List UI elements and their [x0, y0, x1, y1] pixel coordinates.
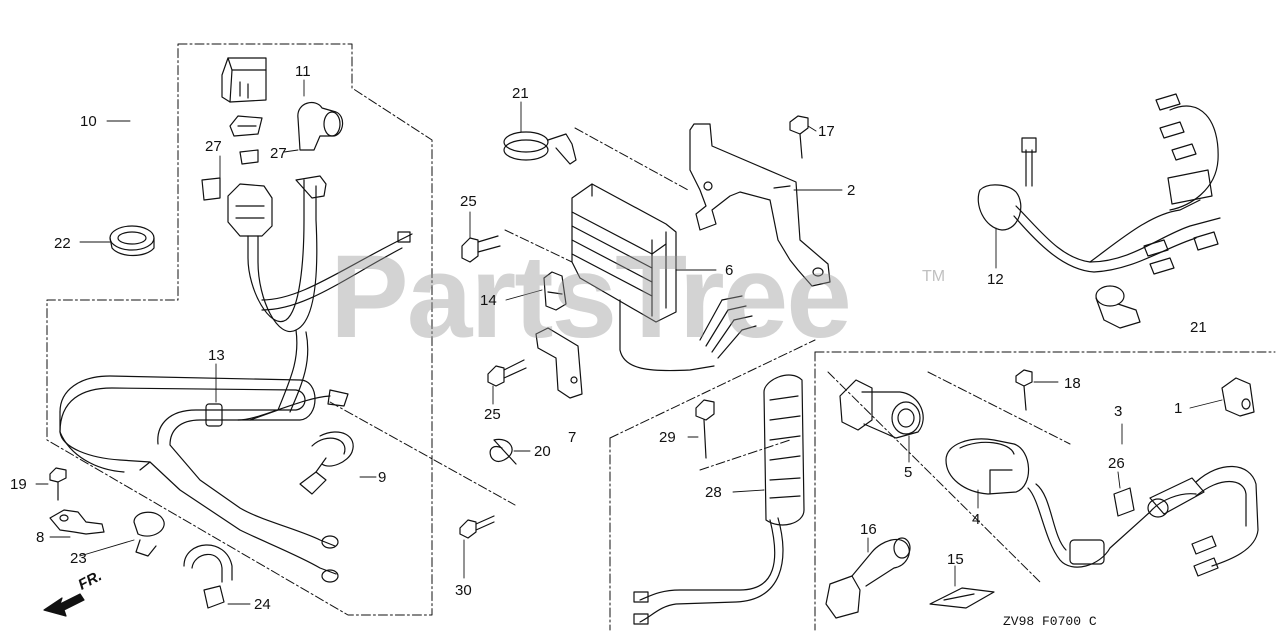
cover-4 [945, 438, 1030, 495]
boot-16 [825, 537, 911, 619]
callout-12[interactable]: 12 [987, 271, 1004, 288]
callout-15[interactable]: 15 [947, 551, 964, 568]
socket-5 [839, 379, 924, 439]
sleeve-26 [1113, 487, 1135, 517]
callout-17[interactable]: 17 [818, 123, 835, 140]
wire-harness [227, 175, 413, 421]
callout-11[interactable]: 11 [295, 63, 311, 80]
callout-29[interactable]: 29 [659, 429, 676, 446]
fuse-parts [201, 115, 263, 201]
callout-18[interactable]: 18 [1064, 375, 1081, 392]
bracket-7 [535, 327, 583, 399]
callout-5[interactable]: 5 [904, 464, 913, 481]
callout-20[interactable]: 20 [534, 443, 551, 460]
bolt-17 [789, 115, 809, 159]
clamp-24 [183, 544, 233, 609]
clamp-21-lower [1095, 285, 1141, 329]
terminal-boot-part [297, 101, 344, 151]
callout-24[interactable]: 24 [254, 596, 271, 613]
callout-16[interactable]: 16 [860, 521, 877, 538]
callout-28[interactable]: 28 [705, 484, 722, 501]
bracket-8 [49, 509, 105, 535]
callout-27-fuse[interactable]: 27 [205, 138, 222, 155]
callout-27-boot[interactable]: 27 [270, 145, 287, 162]
regulator-rectifier-6 [571, 183, 757, 372]
bolt-18 [1015, 369, 1033, 411]
callout-21-lower[interactable]: 21 [1190, 319, 1207, 336]
harness-3 [1027, 465, 1259, 577]
callout-22[interactable]: 22 [54, 235, 71, 252]
cap-1 [1221, 377, 1255, 417]
group-boundary-lines [46, 43, 1276, 631]
callout-19[interactable]: 19 [10, 476, 27, 493]
front-direction-arrow [43, 593, 85, 617]
callout-13[interactable]: 13 [208, 347, 225, 364]
callout-4[interactable]: 4 [972, 511, 981, 528]
bolt-25-lower [487, 359, 527, 387]
callout-8[interactable]: 8 [36, 529, 45, 546]
relay-part [221, 57, 267, 103]
clamp-21-upper [503, 131, 577, 165]
grommet-part [109, 225, 155, 257]
callout-6[interactable]: 6 [725, 262, 734, 279]
callout-1[interactable]: 1 [1174, 400, 1183, 417]
callout-30[interactable]: 30 [455, 582, 472, 599]
callout-26[interactable]: 26 [1108, 455, 1125, 472]
bracket-2 [689, 123, 831, 287]
callout-2[interactable]: 2 [847, 182, 856, 199]
callout-14[interactable]: 14 [480, 292, 497, 309]
clamp-part-9 [299, 431, 354, 495]
callout-3[interactable]: 3 [1114, 403, 1123, 420]
callout-23[interactable]: 23 [70, 550, 87, 567]
leader-lines [35, 79, 1223, 605]
clip-14 [543, 271, 567, 311]
trademark-symbol: TM [922, 268, 946, 285]
diagram-code: ZV98 F0700 C [1003, 614, 1097, 629]
bolt-30 [459, 515, 495, 539]
label-15 [929, 587, 995, 609]
callout-25-lower[interactable]: 25 [484, 406, 501, 423]
bolt-29 [695, 399, 715, 459]
clip-23 [133, 511, 165, 557]
main-harness-loop [59, 375, 339, 583]
bolt-19 [49, 467, 67, 501]
callout-10[interactable]: 10 [80, 113, 97, 130]
callout-7[interactable]: 7 [568, 429, 577, 446]
callout-21-upper[interactable]: 21 [512, 85, 529, 102]
harness-12 [977, 93, 1221, 275]
callout-9[interactable]: 9 [378, 469, 387, 486]
clip-20 [489, 438, 517, 465]
callout-25-upper[interactable]: 25 [460, 193, 477, 210]
partstree-watermark: PartsTree [330, 231, 852, 363]
module-28 [633, 374, 805, 625]
